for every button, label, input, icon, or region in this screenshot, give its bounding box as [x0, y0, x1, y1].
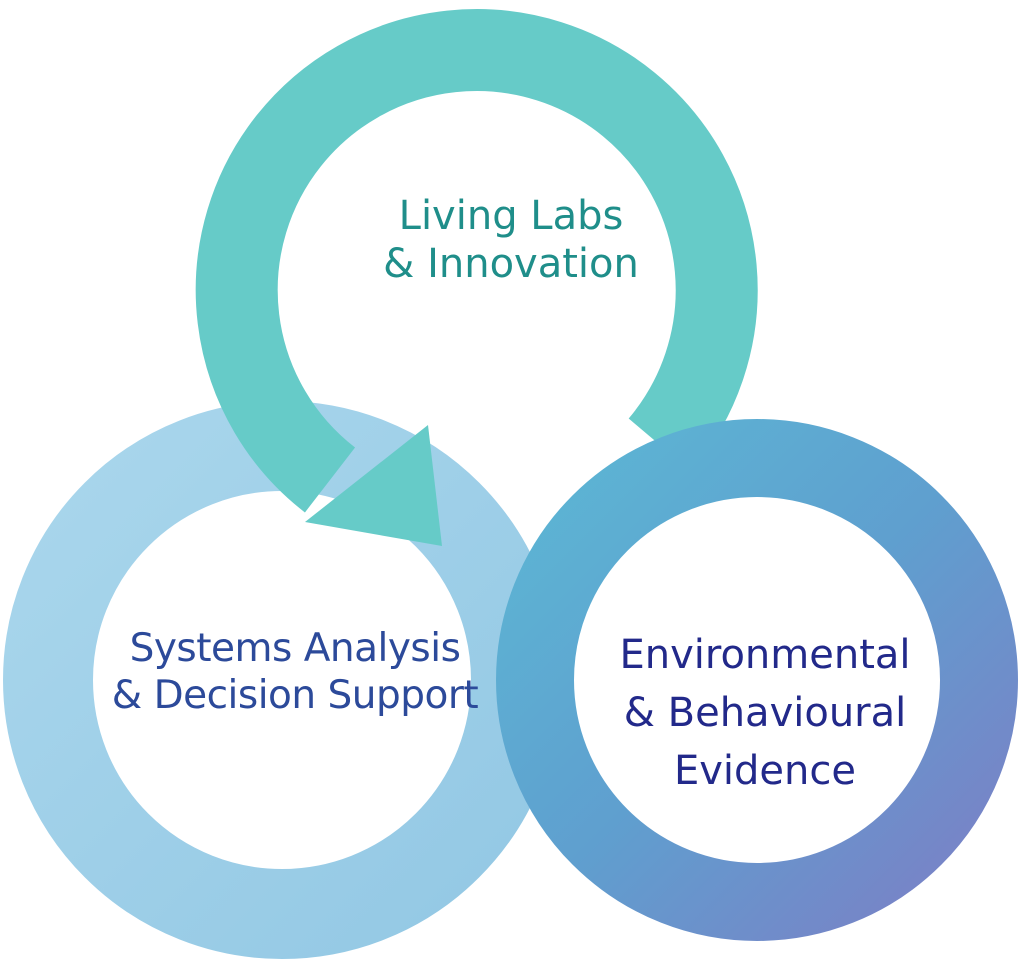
label-line: & Innovation — [383, 241, 639, 287]
systems-analysis-label: Systems Analysis & Decision Support — [60, 626, 530, 720]
environmental-evidence-label: Environmental & Behavioural Evidence — [560, 626, 970, 800]
label-line: Living Labs — [398, 193, 624, 239]
label-line: Evidence — [673, 748, 856, 794]
living-labs-arrow — [195, 9, 758, 546]
arrowhead-icon — [305, 425, 442, 546]
label-line: Environmental — [619, 632, 911, 678]
label-line: & Decision Support — [111, 672, 479, 718]
environmental-evidence-ring — [496, 419, 1018, 941]
living-labs-label: Living Labs & Innovation — [311, 192, 711, 288]
label-line: & Behavioural — [623, 690, 907, 736]
label-line: Systems Analysis — [129, 626, 461, 671]
